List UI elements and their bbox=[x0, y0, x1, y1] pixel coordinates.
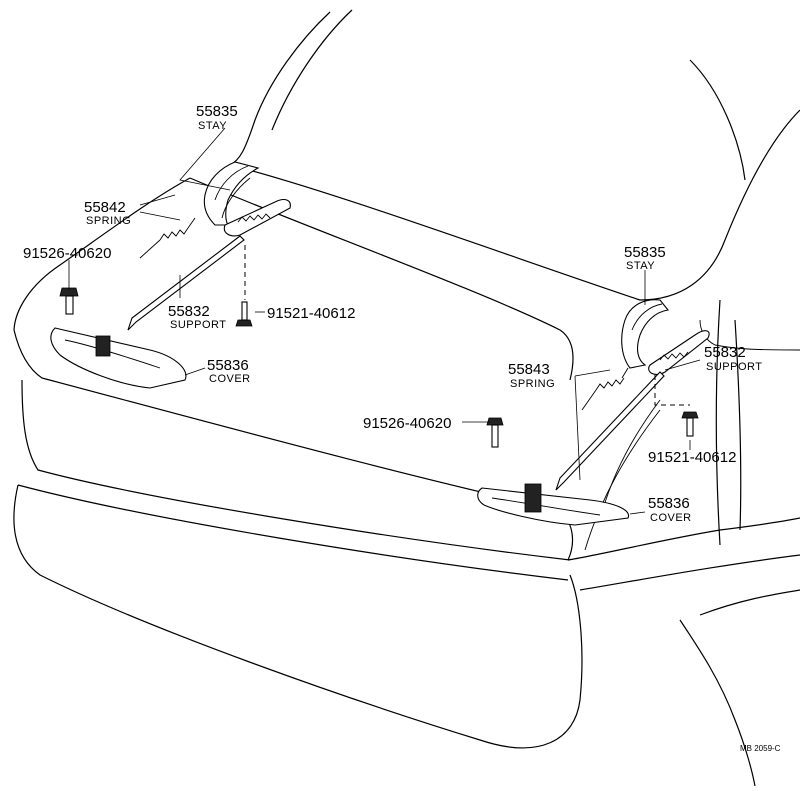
drawing-code: MB 2059-C bbox=[740, 744, 781, 753]
label-number: 91526-40620 bbox=[363, 415, 451, 432]
label-stay-right: 55835 STAY bbox=[624, 244, 666, 272]
label-screw-right: 91521-40612 bbox=[648, 449, 736, 466]
right-support-rod bbox=[555, 371, 665, 491]
right-spring bbox=[581, 367, 629, 411]
label-name: SUPPORT bbox=[170, 319, 226, 331]
label-number: 91521-40612 bbox=[267, 305, 355, 322]
label-number: 91526-40620 bbox=[23, 245, 111, 262]
left-stay bbox=[203, 161, 260, 226]
label-bolt-right: 91526-40620 bbox=[363, 415, 451, 432]
label-spring-left: 55842 SPRING bbox=[84, 199, 131, 227]
label-screw-left: 91521-40612 bbox=[267, 305, 355, 322]
label-stay-left: 55835 STAY bbox=[196, 103, 238, 132]
left-support-bracket bbox=[223, 199, 291, 237]
label-number: 55832 bbox=[704, 344, 746, 361]
left-support-rod bbox=[127, 235, 245, 331]
label-number: 55836 bbox=[207, 357, 249, 374]
label-cover-right: 55836 COVER bbox=[648, 495, 692, 524]
left-bolt bbox=[59, 287, 79, 315]
label-number: 55835 bbox=[624, 244, 666, 261]
label-name: SUPPORT bbox=[706, 361, 762, 373]
right-screw bbox=[654, 375, 699, 437]
label-cover-left: 55836 COVER bbox=[207, 357, 251, 385]
label-number: 55836 bbox=[648, 495, 690, 512]
label-name: COVER bbox=[650, 512, 692, 524]
left-cover bbox=[50, 327, 187, 389]
label-number: 55843 bbox=[508, 361, 550, 378]
label-support-right: 55832 SUPPORT bbox=[704, 344, 762, 373]
label-name: STAY bbox=[626, 260, 655, 272]
label-name: COVER bbox=[209, 373, 251, 385]
label-number: 55842 bbox=[84, 199, 126, 216]
left-spring bbox=[139, 217, 196, 259]
right-stay bbox=[621, 299, 670, 369]
vehicle-body bbox=[13, 9, 800, 787]
label-number: 55832 bbox=[168, 303, 210, 320]
right-cover bbox=[477, 483, 630, 526]
label-name: SPRING bbox=[510, 378, 555, 390]
label-name: STAY bbox=[198, 120, 227, 132]
label-spring-right: 55843 SPRING bbox=[508, 361, 555, 390]
leader-lines bbox=[68, 127, 701, 515]
label-number: 91521-40612 bbox=[648, 449, 736, 466]
right-support-bracket bbox=[648, 330, 710, 375]
label-name: SPRING bbox=[86, 215, 131, 227]
left-screw bbox=[235, 245, 253, 327]
right-bolt bbox=[486, 417, 504, 448]
label-bolt-left: 91526-40620 bbox=[23, 245, 111, 262]
label-number: 55835 bbox=[196, 103, 238, 120]
label-support-left: 55832 SUPPORT bbox=[168, 303, 226, 331]
